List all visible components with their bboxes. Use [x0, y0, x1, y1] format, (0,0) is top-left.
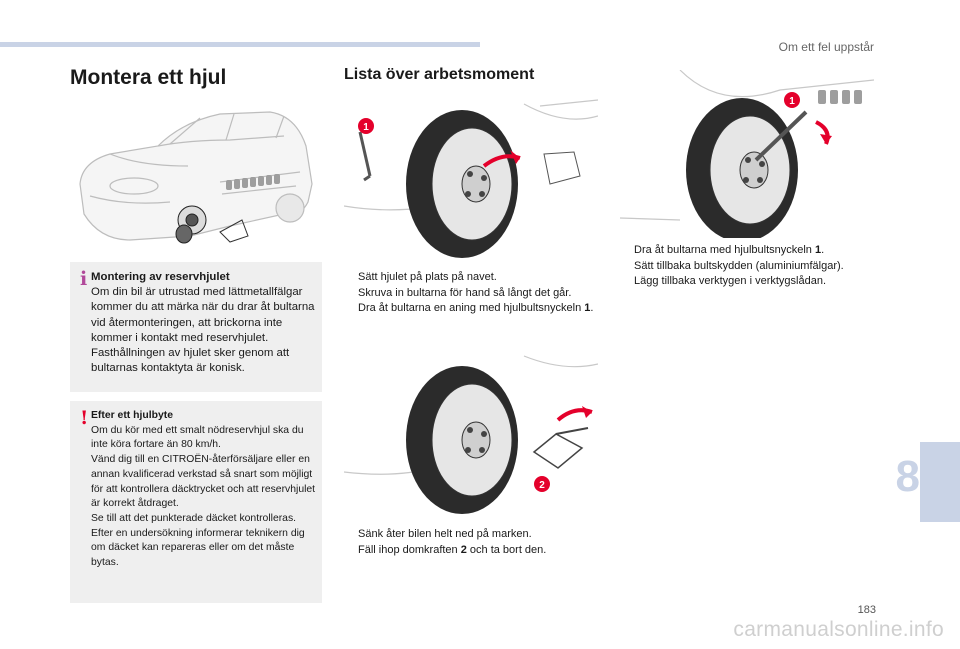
- callout-1: 1: [363, 122, 369, 133]
- warning-text-1: Om du kör med ett smalt nödreservhjul sk…: [91, 424, 304, 451]
- warning-text-2: Vänd dig till en CITROËN-återförsäljare …: [91, 454, 316, 510]
- step-item: Dra åt bultarna en aning med hjulbultsny…: [358, 302, 594, 314]
- watermark: carmanualsonline.info: [733, 618, 944, 641]
- car-illustration: [79, 111, 313, 244]
- step-item: Sätt tillbaka bultskydden (aluminiumfälg…: [634, 259, 844, 272]
- wheel-illustration-3: 2: [344, 355, 598, 514]
- warning-icon: !: [80, 407, 89, 429]
- info-box-spare-wheel: i Montering av reservhjulet Om din bil ä…: [70, 262, 322, 392]
- wheel-illustration-1: 1: [344, 99, 598, 258]
- info-heading: Montering av reservhjulet: [91, 271, 230, 283]
- warning-box-after-change: ! Efter ett hjulbyte Om du kör med ett s…: [70, 401, 322, 603]
- wheel-illustration-2: 1: [620, 70, 874, 238]
- step-item: Dra åt bultarna med hjulbultsnyckeln 1.: [634, 244, 825, 256]
- info-icon: i: [80, 268, 88, 290]
- step-item: Sätt hjulet på plats på navet.: [358, 271, 497, 283]
- steps-group-2: Sänk åter bilen helt ned på marken. Fäll…: [344, 527, 594, 558]
- page-title: Montera ett hjul: [70, 66, 227, 89]
- step-item: Fäll ihop domkraften 2 och ta bort den.: [358, 543, 547, 556]
- steps-group-3: Dra åt bultarna med hjulbultsnyckeln 1. …: [620, 243, 880, 290]
- callout-1b: 1: [789, 96, 795, 107]
- warning-text-3: Se till att det punkterade däcket kontro…: [91, 512, 305, 569]
- callout-2: 2: [539, 480, 545, 491]
- step-item: Skruva in bultarna för hand så långt det…: [358, 286, 572, 299]
- section-title: Om ett fel uppstår: [778, 40, 874, 54]
- steps-title: Lista över arbetsmoment: [344, 66, 535, 83]
- chapter-tab: [920, 442, 960, 522]
- step-item: Lägg tillbaka verktygen i verktygslådan.: [634, 275, 826, 287]
- warning-heading: Efter ett hjulbyte: [91, 410, 173, 421]
- header-bar: [0, 42, 480, 47]
- step-item: Sänk åter bilen helt ned på marken.: [358, 528, 532, 540]
- page-number: 183: [857, 604, 876, 616]
- chapter-number: 8: [895, 452, 920, 501]
- steps-group-1: Sätt hjulet på plats på navet. Skruva in…: [344, 270, 594, 317]
- info-text: Om din bil är utrustad med lättmetallfäl…: [91, 286, 315, 375]
